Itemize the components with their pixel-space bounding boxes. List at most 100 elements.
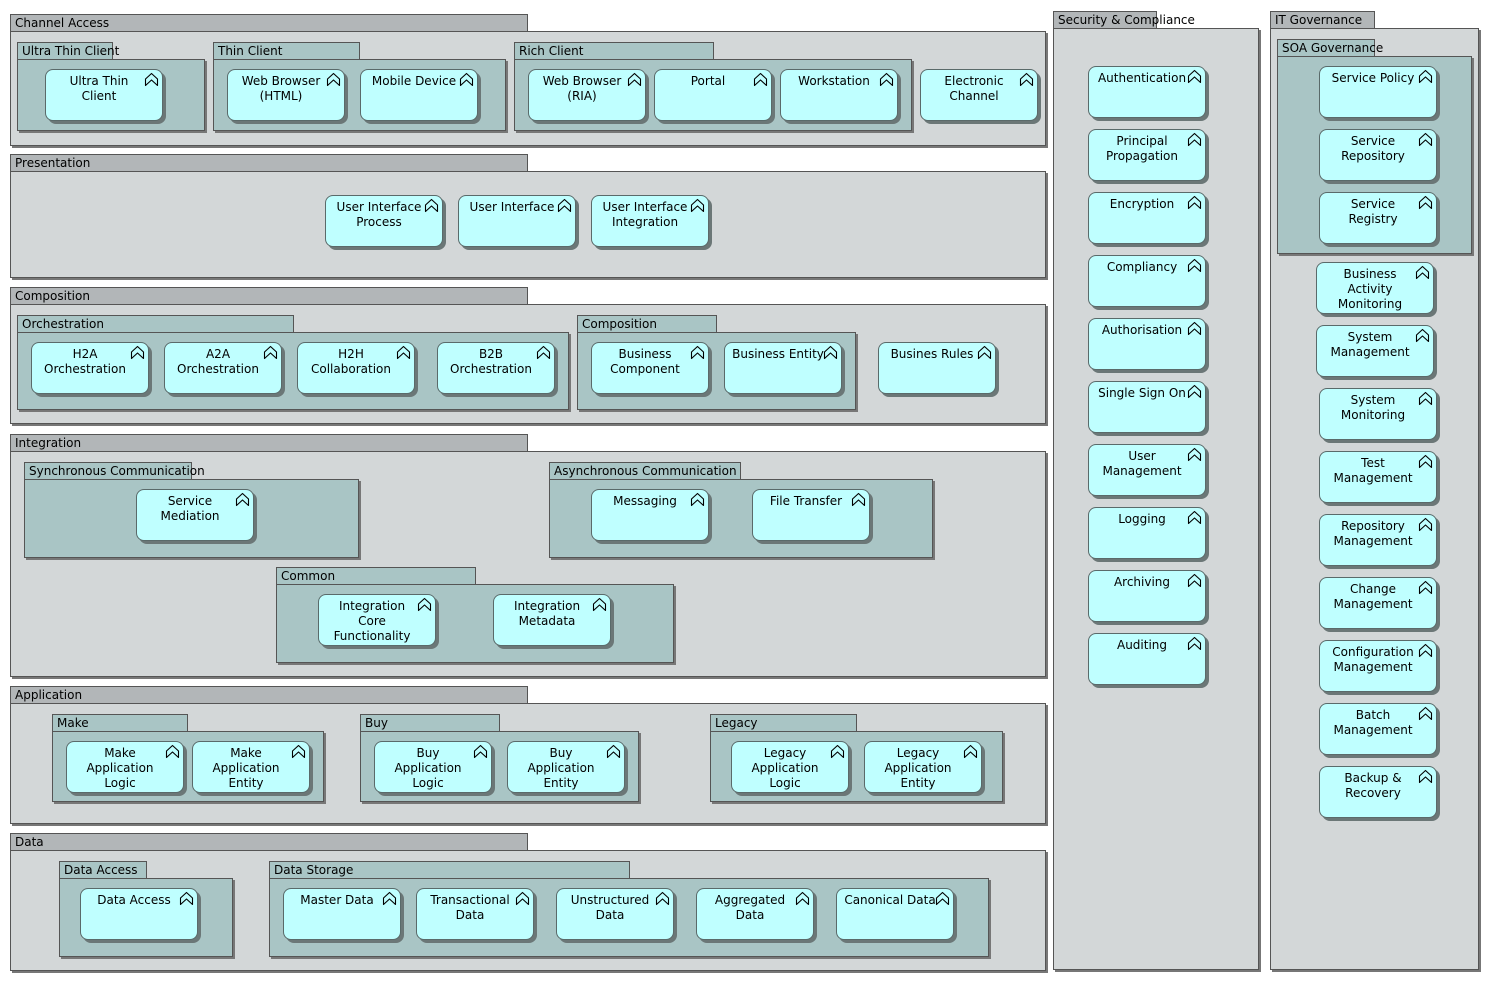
service-auditing[interactable]: Auditing (1088, 633, 1206, 685)
service-messaging[interactable]: Messaging (591, 489, 709, 541)
service-service-repository[interactable]: Service Repository (1319, 129, 1437, 181)
service-a2a-orchestration[interactable]: A2A Orchestration (164, 342, 282, 394)
service-label: Backup & Recovery (1344, 771, 1402, 800)
service-label: Business Activity Monitoring (1337, 267, 1403, 311)
group-label: Data (10, 833, 528, 850)
service-test-management[interactable]: Test Management (1319, 451, 1437, 503)
service-master-data[interactable]: Master Data (283, 888, 401, 940)
application-service-icon (382, 891, 397, 906)
service-web-browser-ria[interactable]: Web Browser (RIA) (528, 69, 646, 121)
service-archiving[interactable]: Archiving (1088, 570, 1206, 622)
service-data-access[interactable]: Data Access (80, 888, 198, 940)
service-label: H2A Orchestration (44, 347, 126, 376)
service-business-component[interactable]: Business Component (591, 342, 709, 394)
service-workstation[interactable]: Workstation (780, 69, 898, 121)
service-label: System Management (1330, 330, 1410, 359)
service-integration-core[interactable]: Integration Core Functionality (318, 594, 436, 646)
application-service-icon (536, 345, 551, 360)
service-legacy-application-logic[interactable]: Legacy Application Logic (731, 741, 849, 793)
service-electronic-channel[interactable]: Electronic Channel (920, 69, 1038, 121)
service-ui-integration[interactable]: User Interface Integration (591, 195, 709, 247)
service-label: Messaging (613, 494, 677, 508)
service-label: File Transfer (769, 494, 843, 508)
service-integration-metadata[interactable]: Integration Metadata (493, 594, 611, 646)
group-label: SOA Governance (1277, 39, 1383, 56)
service-label: Service Mediation (160, 494, 220, 523)
service-compliancy[interactable]: Compliancy (1088, 255, 1206, 307)
application-service-icon (235, 492, 250, 507)
service-canonical-data[interactable]: Canonical Data (836, 888, 954, 940)
service-h2a-orchestration[interactable]: H2A Orchestration (31, 342, 149, 394)
application-service-icon (1187, 132, 1202, 147)
service-label: Make Application Logic (86, 746, 154, 790)
service-label: Configuration Management (1332, 645, 1414, 674)
service-encryption[interactable]: Encryption (1088, 192, 1206, 244)
service-label: Make Application Entity (212, 746, 280, 790)
service-authentication[interactable]: Authentication (1088, 66, 1206, 118)
service-service-policy[interactable]: Service Policy (1319, 66, 1437, 118)
application-service-icon (1019, 72, 1034, 87)
service-label: User Interface (469, 200, 555, 214)
service-label: Test Management (1333, 456, 1413, 485)
service-web-browser-html[interactable]: Web Browser (HTML) (227, 69, 345, 121)
service-make-application-logic[interactable]: Make Application Logic (66, 741, 184, 793)
service-unstructured-data[interactable]: Unstructured Data (556, 888, 674, 940)
application-service-icon (935, 891, 950, 906)
group-label: Integration (10, 434, 528, 451)
application-service-icon (963, 744, 978, 759)
service-label: Integration Core Functionality (333, 599, 411, 643)
group-label: Data Access (59, 861, 147, 878)
service-transactional-data[interactable]: Transactional Data (416, 888, 534, 940)
service-principal-propagation[interactable]: Principal Propagation (1088, 129, 1206, 181)
service-label: Ultra Thin Client (69, 74, 129, 103)
service-h2h-collaboration[interactable]: H2H Collaboration (297, 342, 415, 394)
application-service-icon (690, 198, 705, 213)
service-business-entity[interactable]: Business Entity (724, 342, 842, 394)
service-batch-management[interactable]: Batch Management (1319, 703, 1437, 755)
service-label: User Interface Process (336, 200, 422, 229)
service-configuration-management[interactable]: Configuration Management (1319, 640, 1437, 692)
service-business-activity-monitoring[interactable]: Business Activity Monitoring (1316, 262, 1434, 314)
service-label: Repository Management (1333, 519, 1413, 548)
service-mobile-device[interactable]: Mobile Device (360, 69, 478, 121)
service-make-application-entity[interactable]: Make Application Entity (192, 741, 310, 793)
service-authorisation[interactable]: Authorisation (1088, 318, 1206, 370)
service-legacy-application-entity[interactable]: Legacy Application Entity (864, 741, 982, 793)
service-label: Business Component (610, 347, 680, 376)
application-service-icon (1187, 321, 1202, 336)
service-file-transfer[interactable]: File Transfer (752, 489, 870, 541)
service-label: Canonical Data (844, 893, 936, 907)
service-buy-application-logic[interactable]: Buy Application Logic (374, 741, 492, 793)
service-single-sign-on[interactable]: Single Sign On (1088, 381, 1206, 433)
service-label: Archiving (1113, 575, 1171, 589)
group-label: Orchestration (17, 315, 294, 332)
service-user-management[interactable]: User Management (1088, 444, 1206, 496)
application-service-icon (1418, 69, 1433, 84)
service-label: Buy Application Logic (394, 746, 462, 790)
service-business-rules[interactable]: Busines Rules (878, 342, 996, 394)
service-service-mediation[interactable]: Service Mediation (136, 489, 254, 541)
service-change-management[interactable]: Change Management (1319, 577, 1437, 629)
application-service-icon (179, 891, 194, 906)
service-ui-process[interactable]: User Interface Process (325, 195, 443, 247)
service-label: Legacy Application Entity (884, 746, 952, 790)
group-label: Ultra Thin Client (17, 42, 119, 59)
group-label: Synchronous Communication (24, 462, 205, 479)
service-label: User Interface Integration (602, 200, 688, 229)
service-system-monitoring[interactable]: System Monitoring (1319, 388, 1437, 440)
service-system-management[interactable]: System Management (1316, 325, 1434, 377)
service-backup-recovery[interactable]: Backup & Recovery (1319, 766, 1437, 818)
service-label: Authorisation (1101, 323, 1183, 337)
service-ui[interactable]: User Interface (458, 195, 576, 247)
service-aggregated-data[interactable]: Aggregated Data (696, 888, 814, 940)
service-service-registry[interactable]: Service Registry (1319, 192, 1437, 244)
service-logging[interactable]: Logging (1088, 507, 1206, 559)
service-label: Single Sign On (1098, 386, 1186, 400)
service-buy-application-entity[interactable]: Buy Application Entity (507, 741, 625, 793)
service-portal[interactable]: Portal (654, 69, 772, 121)
service-b2b-orchestration[interactable]: B2B Orchestration (437, 342, 555, 394)
application-service-icon (1418, 391, 1433, 406)
service-repository-management[interactable]: Repository Management (1319, 514, 1437, 566)
application-service-icon (473, 744, 488, 759)
service-ultra-thin-client[interactable]: Ultra Thin Client (45, 69, 163, 121)
